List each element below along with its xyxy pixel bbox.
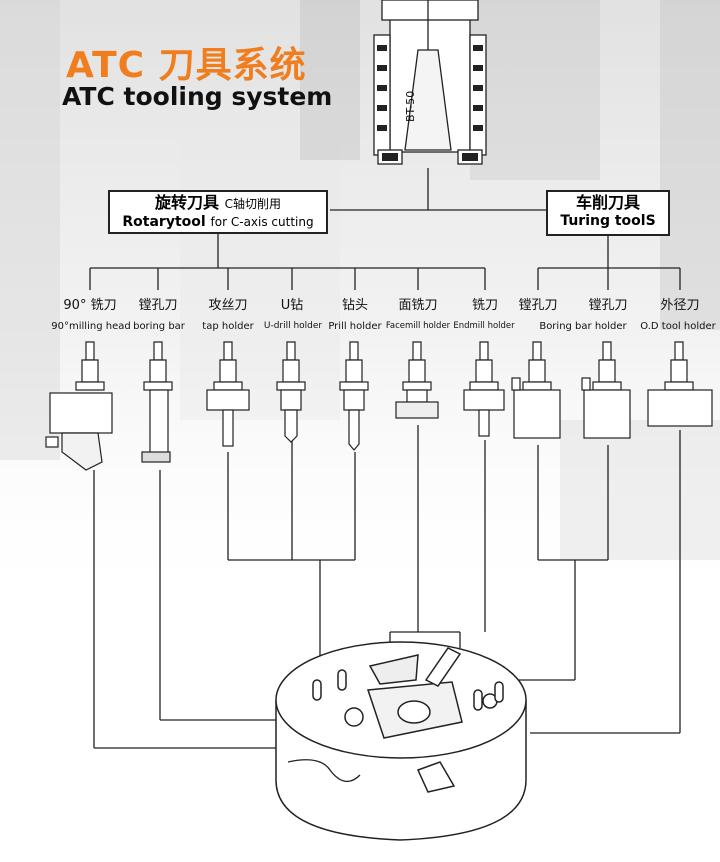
tool-label-en: O.D tool holder — [640, 321, 716, 332]
rotary-group-cn-sub: C轴切削用 — [224, 197, 281, 211]
tool-label-en: Facemill holder — [385, 321, 451, 331]
rotary-group-cn: 旋转刀具 — [155, 193, 220, 212]
tool-label-cn: 面铣刀 — [398, 298, 438, 313]
tool-label-cn: 镗孔刀 — [588, 298, 628, 313]
page-title-chinese: ATC 刀具系统 — [66, 45, 307, 86]
tool-label-en: Endmill holder — [453, 321, 515, 331]
tool-label-cn: 镗孔刀 — [518, 298, 558, 313]
tool-label-en: U-drill holder — [263, 321, 323, 331]
tool-label-cn: 攻丝刀 — [208, 298, 248, 313]
spindle-label: BT-50 — [404, 90, 417, 122]
tool-label-en: tap holder — [202, 321, 254, 332]
tool-label-cn: U钻 — [280, 298, 304, 313]
rotary-group-box: 旋转刀具 C轴切削用 Rotarytool for C-axis cutting — [108, 190, 328, 234]
turning-group-box: 车削刀具 Turing toolS — [546, 190, 670, 236]
turning-group-en: Turing toolS — [560, 213, 656, 229]
tool-label-cn: 铣刀 — [471, 298, 498, 313]
tool-label-cn: 外径刀 — [660, 298, 700, 313]
tool-label-en: Boring bar holder — [539, 321, 627, 332]
tool-label-en: boring bar — [133, 321, 185, 332]
tool-label-en: 90°milling head — [51, 321, 131, 332]
page-title-english: ATC tooling system — [62, 82, 333, 111]
tool-label-cn: 镗孔刀 — [138, 298, 178, 313]
turning-group-cn: 车削刀具 — [575, 193, 640, 212]
rotary-group-en-sub: for C-axis cutting — [210, 215, 314, 229]
tool-label-en: Prill holder — [328, 321, 382, 332]
tool-label-cn: 90° 铣刀 — [63, 298, 117, 313]
tool-label-cn: 钻头 — [341, 298, 368, 313]
rotary-group-en: Rotarytool — [122, 214, 206, 230]
